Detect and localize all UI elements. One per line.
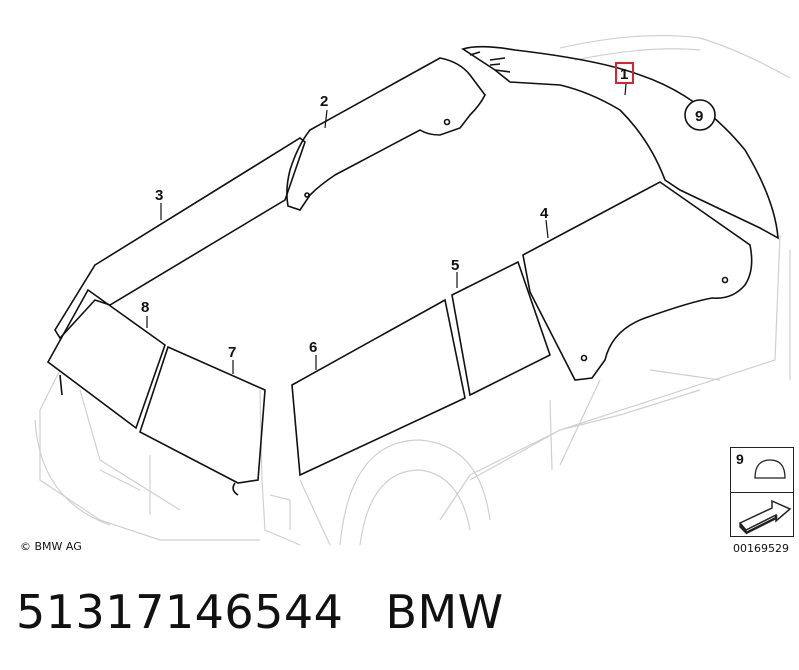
- footer-line: 51317146544 BMW: [16, 585, 504, 639]
- copyright-text: © BMW AG: [20, 540, 82, 553]
- parts-diagram: 1 2 3 4 5 6 7 8 9: [34, 34, 791, 546]
- drawing-code: 00169529: [733, 542, 789, 555]
- part-7-glass[interactable]: [139, 345, 266, 496]
- callout-8[interactable]: 8: [141, 299, 149, 316]
- footer-part-number: 51317146544: [16, 585, 344, 639]
- callout-3[interactable]: 3: [155, 187, 163, 204]
- callout-6[interactable]: 6: [309, 339, 317, 356]
- legend-part-number: 9: [736, 451, 744, 467]
- leader-lines: [146, 83, 627, 374]
- callout-9-circle[interactable]: [684, 99, 716, 131]
- legend-divider: [731, 492, 793, 493]
- part-5-glass[interactable]: [451, 260, 551, 397]
- dome-cap-icon: [754, 459, 786, 479]
- callout-2[interactable]: 2: [320, 93, 328, 110]
- callout-1[interactable]: 1: [620, 66, 628, 83]
- part-4-glass[interactable]: [522, 181, 753, 381]
- part-8-glass[interactable]: [46, 288, 166, 430]
- callout-4[interactable]: 4: [540, 205, 549, 222]
- part-6-glass[interactable]: [291, 298, 466, 477]
- part-3-glass[interactable]: [54, 137, 306, 340]
- callout-5[interactable]: 5: [451, 257, 459, 274]
- direction-arrow-icon: [738, 499, 792, 535]
- part-1-glass[interactable]: [461, 45, 779, 240]
- callout-1-highlight[interactable]: [615, 62, 634, 84]
- footer-brand: BMW: [385, 585, 504, 639]
- legend-box: 9: [730, 447, 794, 537]
- callout-9[interactable]: 9: [695, 108, 703, 125]
- car-body-outline: [34, 34, 791, 546]
- callout-7[interactable]: 7: [228, 344, 236, 361]
- part-2-glass[interactable]: [286, 57, 486, 211]
